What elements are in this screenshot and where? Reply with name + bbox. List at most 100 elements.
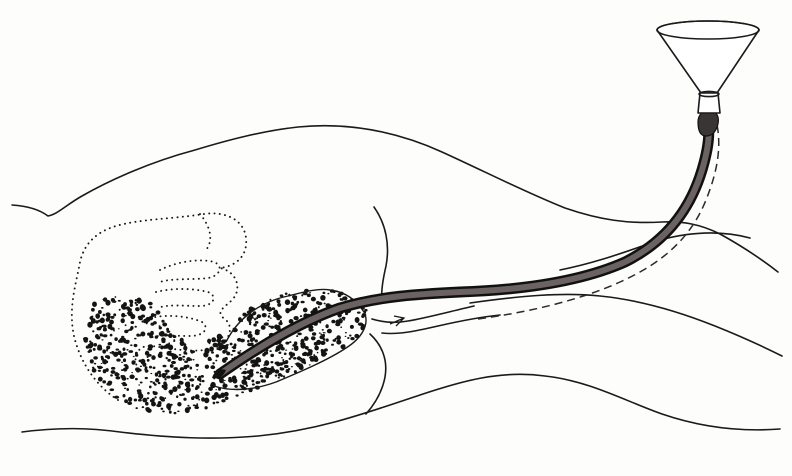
stipple-dot <box>110 374 113 376</box>
stipple-dot <box>340 318 342 320</box>
stipple-dot <box>221 339 226 344</box>
stipple-dot <box>134 338 137 340</box>
stipple-dot <box>145 402 149 406</box>
stipple-dot <box>295 363 297 364</box>
stipple-dot <box>304 361 307 364</box>
stipple-dot <box>168 333 172 338</box>
stipple-dot <box>165 370 170 373</box>
stipple-dot <box>304 336 309 341</box>
stipple-dot <box>197 377 201 381</box>
stipple-dot <box>151 402 156 407</box>
stipple-dot <box>127 312 129 314</box>
stipple-dot <box>230 343 233 346</box>
stipple-dot <box>364 309 367 312</box>
stipple-dot <box>199 383 201 386</box>
stipple-dot <box>203 352 208 358</box>
stipple-dot <box>193 404 196 406</box>
stipple-dot <box>277 303 281 307</box>
stipple-dot <box>253 323 257 326</box>
stipple-dot <box>101 356 104 359</box>
rectal-tube <box>212 110 718 379</box>
stipple-dot <box>166 357 168 359</box>
stipple-dot <box>159 396 162 400</box>
stipple-dot <box>106 346 110 350</box>
stipple-dot <box>154 383 157 385</box>
stipple-dot <box>270 361 273 363</box>
stipple-dot <box>116 349 120 351</box>
stipple-dot <box>343 318 345 320</box>
stipple-dot <box>123 347 126 350</box>
stipple-dot <box>280 320 282 322</box>
stipple-dot <box>153 321 157 324</box>
stipple-dot <box>311 336 316 340</box>
stipple-dot <box>180 341 185 346</box>
stipple-dot <box>176 395 178 398</box>
stipple-dot <box>241 379 246 385</box>
stipple-dot <box>251 375 253 377</box>
stipple-dot <box>204 406 207 409</box>
stipple-dot <box>153 366 156 369</box>
stipple-dot <box>201 391 203 393</box>
stipple-dot <box>90 359 94 363</box>
stipple-dot <box>186 387 191 393</box>
stipple-dot <box>153 391 155 394</box>
stipple-dot <box>255 321 259 324</box>
stipple-dot <box>92 301 97 306</box>
stipple-dot <box>122 394 125 397</box>
stipple-dot <box>113 329 115 331</box>
stipple-dot <box>167 351 172 356</box>
stipple-dot <box>276 317 280 321</box>
stipple-dot <box>187 374 191 378</box>
stipple-dot <box>312 332 316 336</box>
stipple-dot <box>275 375 278 377</box>
stipple-dot <box>140 331 145 336</box>
stipple-dot <box>193 396 195 398</box>
stipple-dot <box>309 329 313 332</box>
stipple-dot <box>95 334 99 339</box>
stipple-dot <box>142 398 147 403</box>
stipple-dot <box>252 337 255 341</box>
stipple-dot <box>116 359 120 362</box>
stipple-dot <box>115 376 120 379</box>
stipple-dot <box>244 333 246 334</box>
stipple-dot <box>155 372 159 376</box>
stipple-dot <box>300 342 305 345</box>
stipple-dot <box>110 388 115 391</box>
stipple-dot <box>131 360 135 364</box>
stipple-dot <box>324 332 326 333</box>
stipple-dot <box>152 398 155 401</box>
stipple-dot <box>110 316 114 319</box>
stipple-dot <box>187 382 190 385</box>
stipple-dot <box>322 329 324 331</box>
stipple-dot <box>307 293 311 297</box>
stipple-dot <box>300 301 304 304</box>
lower-thigh-contour <box>22 374 780 438</box>
stipple-dot <box>297 333 301 336</box>
stipple-dot <box>164 397 166 399</box>
stipple-dot <box>262 367 266 372</box>
stipple-dot <box>180 394 183 396</box>
stipple-dot <box>275 349 278 352</box>
stipple-dot <box>275 369 280 373</box>
stipple-dot <box>294 341 298 345</box>
stipple-dot <box>205 365 209 369</box>
stipple-dot <box>336 340 341 345</box>
stipple-dot <box>340 298 342 299</box>
stipple-dot <box>285 299 290 305</box>
stipple-dot <box>107 318 110 321</box>
stipple-dot <box>314 345 319 350</box>
stipple-dot <box>345 313 348 316</box>
stipple-dot <box>97 345 102 350</box>
stipple-dot <box>130 321 134 324</box>
stipple-dot <box>310 358 314 362</box>
stipple-dot <box>264 306 266 307</box>
stipple-dot <box>183 365 187 369</box>
stipple-dot <box>268 371 272 375</box>
stipple-dot <box>103 369 107 373</box>
stipple-dot <box>240 331 242 333</box>
stipple-dot <box>83 337 88 341</box>
stipple-dot <box>124 388 126 389</box>
stipple-dot <box>252 383 255 385</box>
stipple-dot <box>109 320 114 325</box>
stipple-dot <box>270 317 272 318</box>
